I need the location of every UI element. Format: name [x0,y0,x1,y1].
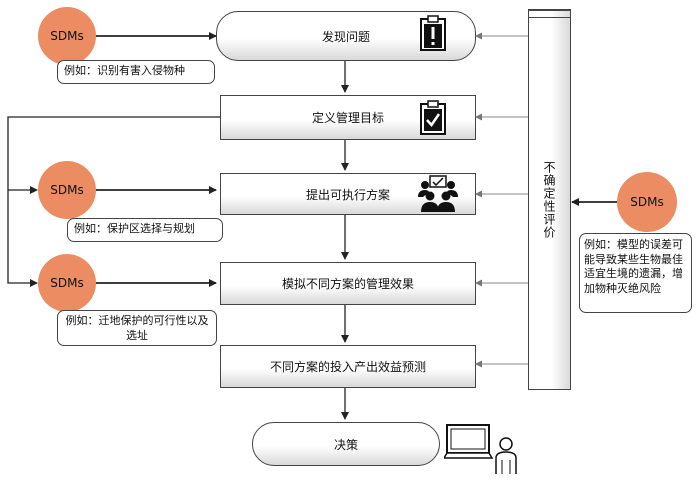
clipboard-alert-icon [420,15,446,51]
team-meeting-icon [418,175,458,212]
uncertainty-column-cap [528,17,571,18]
example-note-simulate: 例如：迁地保护的可行性以及选址 [57,310,217,346]
step-decision: 决策 [252,422,440,466]
note-text: 例如：保护区选择与规划 [74,222,195,235]
uncertainty-label: 不确定性评价 [542,161,556,239]
step-label: 提出可执行方案 [305,187,390,202]
step-label: 模拟不同方案的管理效果 [281,277,414,291]
step-label: 发现问题 [321,29,370,44]
example-note-uncertainty: 例如：模型的误差可能导致某些生物最佳适宜生境的遗漏，增加物种灭绝风险 [579,233,692,313]
sdm-circle-identify: SDMs [38,7,96,65]
example-note-actions: 例如：保护区选择与规划 [67,218,223,242]
step-label: 不同方案的投入产出效益预测 [269,360,426,374]
sdm-label: SDMs [50,29,84,43]
clipboard-check-icon [420,100,446,135]
computer-user-icon [444,424,517,474]
sdm-circle-uncertainty: SDMs [617,172,677,232]
step-predict-cost-benefit: 不同方案的投入产出效益预测 [220,345,476,388]
example-note-identify: 例如：识别有害入侵物种 [57,60,215,84]
sdm-label: SDMs [50,276,84,290]
sdm-label: SDMs [50,183,84,197]
step-simulate-effects: 模拟不同方案的管理效果 [220,262,476,305]
note-text: 例如：模型的误差可能导致某些生物最佳适宜生境的遗漏，增加物种灭绝风险 [584,238,683,295]
uncertainty-evaluation-column: 不确定性评价 [528,9,571,390]
note-text: 例如：迁地保护的可行性以及选址 [65,314,209,342]
step-label: 定义管理目标 [311,111,384,125]
sdm-circle-actions: SDMs [38,161,96,219]
note-text: 例如：识别有害入侵物种 [64,64,185,77]
sdm-circle-simulate: SDMs [38,254,96,312]
sdm-label: SDMs [630,195,664,209]
step-label: 决策 [333,437,358,452]
